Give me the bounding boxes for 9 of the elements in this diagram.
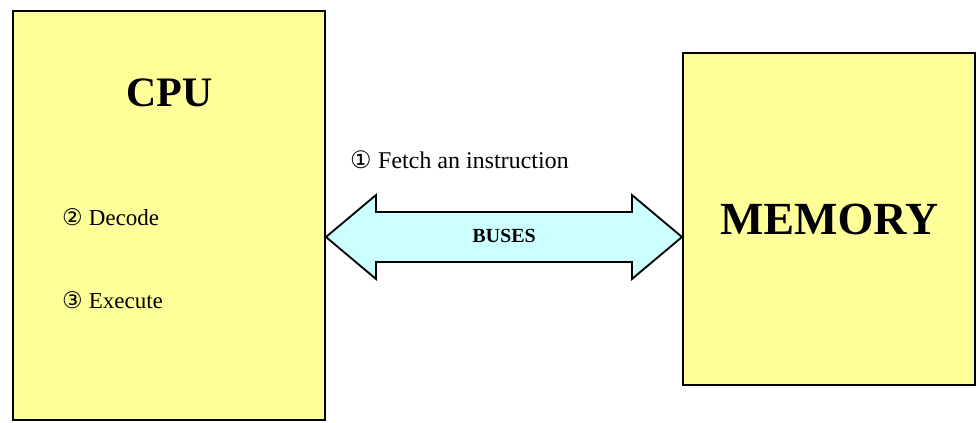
double-arrow: [324, 192, 684, 282]
component-box: [682, 52, 976, 386]
heading: CPU: [124, 70, 214, 116]
step-text: ③ Execute: [62, 288, 163, 314]
edge-label: BUSES: [471, 225, 537, 247]
annotation-text: ① Fetch an instruction: [350, 148, 569, 174]
component-box: [12, 10, 326, 421]
heading: MEMORY: [718, 194, 940, 245]
step-text: ② Decode: [62, 205, 159, 230]
